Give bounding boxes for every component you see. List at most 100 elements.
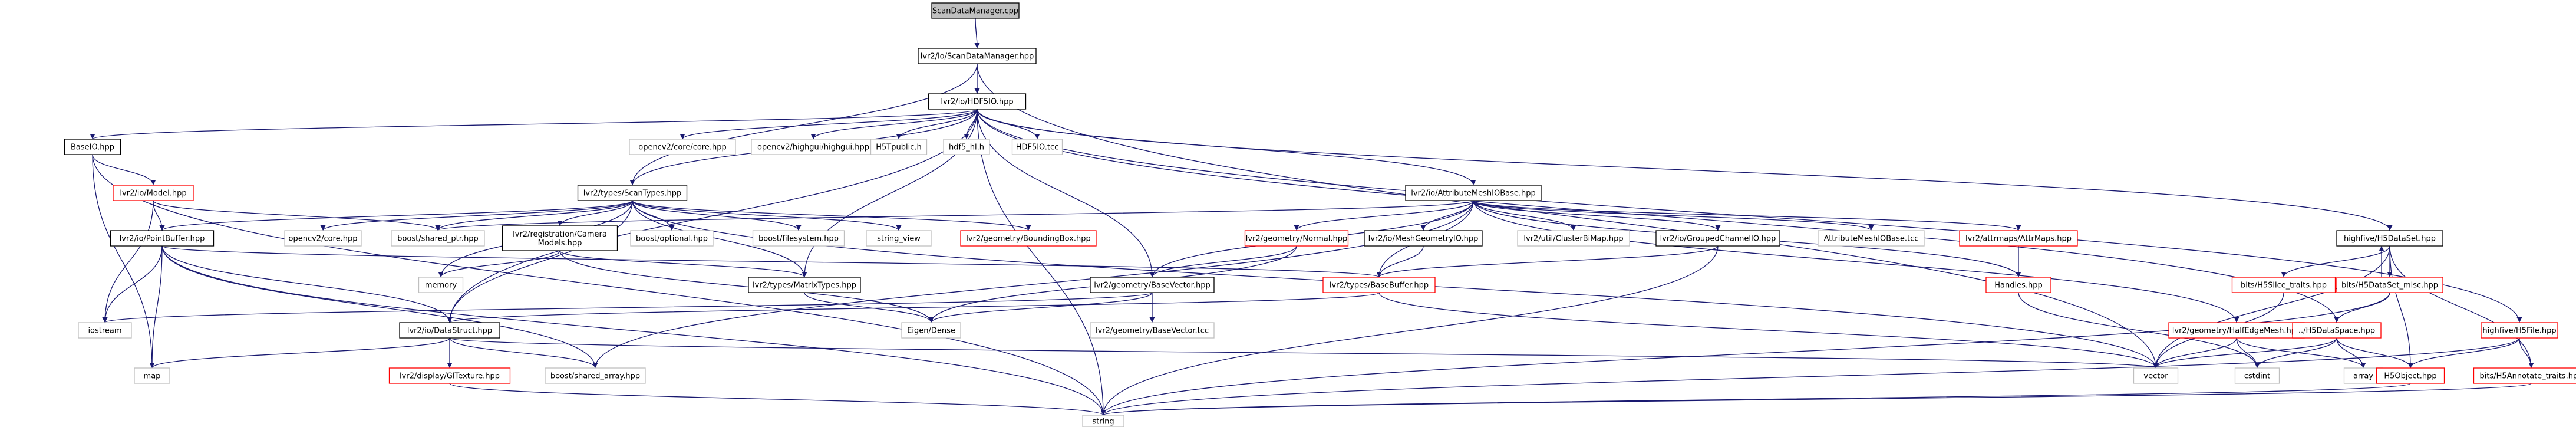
edge-scantypes-to-matrixtypes: [632, 200, 807, 278]
node-h5dataspace[interactable]: ../H5DataSpace.hpp: [2292, 322, 2382, 339]
node-label-array: array: [2353, 372, 2373, 381]
node-shared_array: boost/shared_array.hpp: [545, 367, 646, 384]
node-label-optional: boost/optional.hpp: [636, 235, 708, 244]
edge-model-to-shared_ptr: [153, 200, 441, 231]
edge-pointbuffer-to-basebuffer: [161, 245, 1381, 278]
edge-model-to-iostream: [102, 200, 154, 323]
edge-hdf5io-to-string: [977, 109, 1106, 416]
node-label-pointbuffer: lvr2/io/PointBuffer.hpp: [120, 235, 205, 244]
node-shared_ptr: boost/shared_ptr.hpp: [391, 230, 485, 247]
node-baseio[interactable]: BaseIO.hpp: [64, 139, 121, 155]
node-h5annotate[interactable]: bits/H5Annotate_traits.hpp: [2473, 367, 2576, 384]
node-h5dataset[interactable]: highfive/H5DataSet.hpp: [2336, 230, 2443, 247]
edge-scantypes-to-filesystem: [632, 200, 802, 231]
node-box-pointbuffer: [110, 230, 215, 247]
node-attr_base[interactable]: lvr2/io/AttributeMeshIOBase.hpp: [1405, 185, 1542, 201]
edge-halfedge-to-array: [2236, 337, 2366, 369]
node-basebuffer[interactable]: lvr2/types/BaseBuffer.hpp: [1322, 277, 1436, 293]
node-label-attrmaps: lvr2/attrmaps/AttrMaps.hpp: [1965, 235, 2072, 244]
node-h5slice[interactable]: bits/H5Slice_traits.hpp: [2231, 277, 2336, 293]
node-label-map: map: [144, 372, 161, 381]
edge-pointbuffer-to-shared_array: [161, 245, 598, 369]
edge-h5file-to-h5annotate: [2519, 337, 2534, 369]
node-halfedge[interactable]: lvr2/geometry/HalfEdgeMesh.hpp: [2168, 322, 2305, 339]
node-box-h5dataspace: [2292, 322, 2382, 339]
node-box-meshgeom: [1364, 230, 1483, 247]
edge-halfedge-to-vector: [2153, 337, 2237, 369]
node-label-halfedge: lvr2/geometry/HalfEdgeMesh.hpp: [2172, 327, 2301, 336]
node-label-basebuffer: lvr2/types/BaseBuffer.hpp: [1330, 281, 1429, 290]
node-box-h5dataset_misc: [2336, 277, 2443, 293]
edge-datastruct-to-shared_array: [449, 337, 598, 369]
edge-h5annotate-to-string: [1101, 383, 2532, 416]
edge-hdf5io-to-opencv_highgui: [810, 109, 978, 140]
edge-h5file-to-h5object: [2407, 337, 2520, 369]
node-label-attr_base: lvr2/io/AttributeMeshIOBase.hpp: [1411, 189, 1535, 198]
node-matrixtypes[interactable]: lvr2/types/MatrixTypes.hpp: [748, 277, 861, 293]
node-label-string_view: string_view: [877, 235, 921, 244]
node-box-opencv_core_hpp: [629, 139, 736, 155]
node-box-normal: [1244, 230, 1349, 247]
node-box-basevector_tcc: [1090, 322, 1215, 339]
node-label-cstdint: cstdint: [2244, 372, 2270, 381]
node-attrmaps[interactable]: lvr2/attrmaps/AttrMaps.hpp: [1959, 230, 2078, 247]
node-box-hdf5_hl: [943, 139, 990, 155]
edge-h5dataspace-to-vector: [2153, 337, 2337, 369]
node-grouped[interactable]: lvr2/io/GroupedChannelIO.hpp: [1655, 230, 1780, 247]
node-label-registration: lvr2/registration/Camera: [513, 230, 607, 239]
edge-model-to-pointbuffer: [153, 200, 165, 231]
edge-normal-to-basevector: [1149, 245, 1297, 278]
node-opencv_highgui: opencv2/highgui/highgui.hpp: [751, 139, 876, 155]
node-normal[interactable]: lvr2/geometry/Normal.hpp: [1244, 230, 1349, 247]
node-scantypes[interactable]: lvr2/types/ScanTypes.hpp: [577, 185, 688, 201]
node-box-grouped: [1655, 230, 1780, 247]
node-box-eigen: [901, 322, 961, 339]
node-memory: memory: [418, 277, 464, 293]
node-basevector[interactable]: lvr2/geometry/BaseVector.hpp: [1090, 277, 1215, 293]
node-gltexture[interactable]: lvr2/display/GlTexture.hpp: [388, 367, 511, 384]
node-h5dataset_misc[interactable]: bits/H5DataSet_misc.hpp: [2336, 277, 2443, 293]
edge-gltexture-to-string: [449, 383, 1106, 416]
node-box-attr_base: [1405, 185, 1542, 201]
edge-scan_cpp-to-scan_hpp: [974, 18, 980, 49]
node-datastruct[interactable]: lvr2/io/DataStruct.hpp: [399, 322, 500, 339]
edge-attr_base-to-attr_tcc: [1473, 200, 1874, 231]
node-handles[interactable]: Handles.hpp: [1985, 277, 2051, 293]
node-box-scan_cpp: [931, 2, 1020, 19]
node-label-registration: Models.hpp: [538, 239, 582, 248]
edge-attr_base-to-clustermap: [1473, 200, 1576, 231]
node-box-handles: [1985, 277, 2051, 293]
edge-attr_base-to-attrmaps: [1473, 200, 2021, 231]
edge-hdf5io-to-baseio: [90, 109, 978, 140]
edge-layer: [90, 18, 2534, 416]
edge-datastruct-to-vector: [449, 337, 2158, 369]
node-model[interactable]: lvr2/io/Model.hpp: [113, 185, 194, 201]
node-meshgeom[interactable]: lvr2/io/MeshGeometryIO.hpp: [1364, 230, 1483, 247]
node-h5file[interactable]: highfive/H5File.hpp: [2481, 322, 2558, 339]
edge-h5file-to-string: [1100, 337, 2520, 416]
node-label-matrixtypes: lvr2/types/MatrixTypes.hpp: [753, 281, 856, 290]
node-label-hdf5_hl: hdf5_hl.h: [949, 143, 984, 152]
edge-scantypes-to-pointbuffer: [159, 200, 633, 231]
node-box-iostream: [78, 322, 132, 339]
node-scan_hpp[interactable]: lvr2/io/ScanDataManager.hpp: [918, 48, 1037, 64]
edge-basevector-to-eigen: [928, 292, 1153, 323]
node-h5object[interactable]: H5Object.hpp: [2376, 367, 2445, 384]
node-label-h5dataspace: ../H5DataSpace.hpp: [2298, 327, 2375, 336]
node-hdf5io[interactable]: lvr2/io/HDF5IO.hpp: [928, 93, 1027, 110]
node-label-clustermap: lvr2/util/ClusterBiMap.hpp: [1523, 235, 1623, 244]
node-scan_cpp[interactable]: ScanDataManager.cpp: [931, 2, 1020, 19]
node-box-string_view: [866, 230, 932, 247]
node-box-registration: [502, 225, 618, 251]
node-box-bbox: [960, 230, 1097, 247]
node-bbox[interactable]: lvr2/geometry/BoundingBox.hpp: [960, 230, 1097, 247]
node-box-h5annotate: [2473, 367, 2576, 384]
node-label-string: string: [1092, 418, 1114, 426]
node-pointbuffer[interactable]: lvr2/io/PointBuffer.hpp: [110, 230, 215, 247]
node-box-attr_tcc: [1818, 230, 1925, 247]
node-label-handles: Handles.hpp: [1994, 281, 2043, 290]
node-vector: vector: [2133, 367, 2179, 384]
node-box-h5tpublic: [870, 139, 928, 155]
node-label-h5object: H5Object.hpp: [2384, 372, 2436, 381]
